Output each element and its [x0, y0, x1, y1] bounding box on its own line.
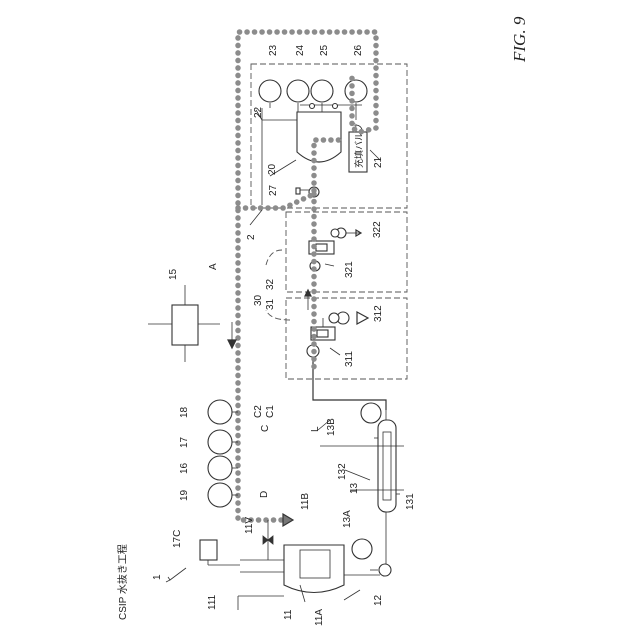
- system-label: 1: [152, 574, 163, 580]
- component-15: [172, 305, 198, 345]
- label-17: 17: [179, 436, 190, 448]
- label-13A: 13A: [342, 510, 353, 528]
- instrument-24: [287, 80, 309, 102]
- label-27: 27: [268, 184, 279, 196]
- pump-12: [379, 564, 391, 576]
- instrument-26: [345, 80, 367, 102]
- label-111: 111: [207, 594, 218, 610]
- label-23: 23: [268, 44, 279, 56]
- label-11B: 11B: [300, 493, 311, 510]
- label-C1: C1: [265, 405, 276, 418]
- label-30: 30: [253, 294, 264, 306]
- label-2: 2: [246, 234, 257, 240]
- process-label: CSIP 水抜き工程: [116, 544, 129, 620]
- label-L: L: [310, 426, 321, 432]
- label-16: 16: [179, 462, 190, 474]
- label-25: 25: [319, 44, 330, 56]
- label-31: 31: [265, 298, 276, 310]
- label-322: 322: [372, 221, 383, 238]
- instrument-19: [208, 483, 232, 507]
- label-D: D: [259, 491, 270, 498]
- label-311: 311: [344, 351, 355, 367]
- controller-17C: [200, 540, 217, 560]
- figure-title: FIG. 9: [510, 16, 529, 63]
- flow-arrow-drain: [283, 514, 293, 526]
- label-18: 18: [179, 406, 190, 418]
- label-20: 20: [267, 163, 278, 175]
- heat-exchanger-13: [378, 420, 396, 512]
- label-22: 22: [253, 106, 264, 118]
- instrument-13B: [361, 403, 381, 423]
- tank-20: [297, 112, 341, 162]
- instrument-13A: [352, 539, 372, 559]
- label-A: A: [208, 263, 219, 270]
- label-11: 11: [283, 609, 294, 620]
- label-24: 24: [295, 44, 306, 56]
- tank-11: [284, 545, 344, 593]
- instrument-25: [311, 80, 333, 102]
- instrument-17: [208, 430, 232, 454]
- instrument-16: [208, 456, 232, 480]
- label-13B: 13B: [326, 418, 337, 436]
- label-17C: 17C: [172, 530, 183, 548]
- label-312: 312: [373, 305, 384, 322]
- label-131: 131: [405, 493, 416, 510]
- label-21: 21: [373, 156, 384, 168]
- label-C: C: [260, 425, 271, 432]
- label-26: 26: [353, 44, 364, 56]
- sterile-chamber-32: [286, 212, 407, 292]
- label-C2: C2: [253, 405, 264, 418]
- label-132: 132: [337, 463, 348, 480]
- label-32: 32: [265, 278, 276, 290]
- label-15: 15: [168, 268, 179, 280]
- label-12: 12: [373, 594, 384, 606]
- label-321: 321: [344, 261, 355, 278]
- label-19: 19: [179, 489, 190, 501]
- instrument-23: [259, 80, 281, 102]
- label-13: 13: [349, 482, 360, 494]
- label-11A: 11A: [314, 609, 325, 626]
- label-11V: 11V: [244, 517, 255, 534]
- instrument-18: [208, 400, 232, 424]
